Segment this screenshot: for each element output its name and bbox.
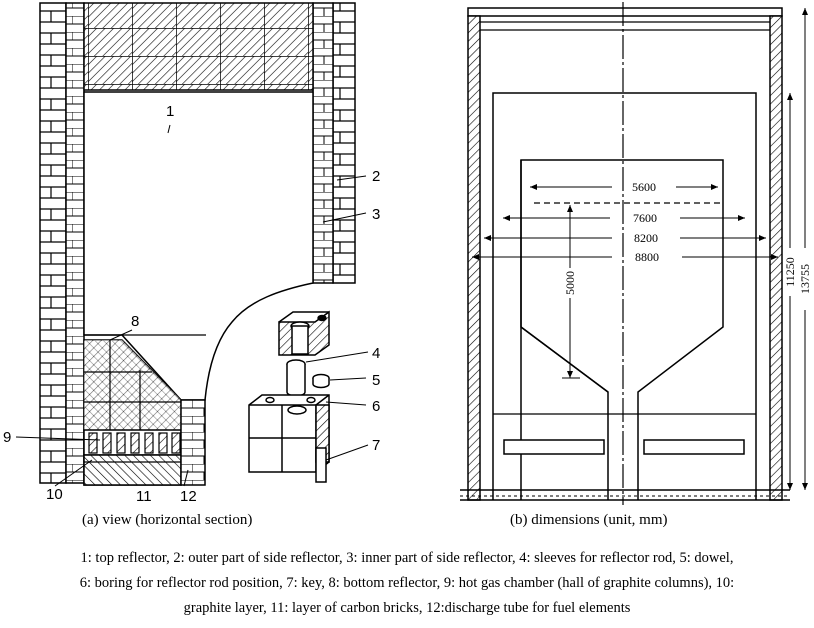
legend-line-3: graphite layer, 11: layer of carbon bric… bbox=[183, 600, 631, 616]
callout-6: 6 bbox=[372, 398, 380, 415]
callout-3: 3 bbox=[372, 206, 380, 223]
dim-8200: 8200 bbox=[634, 231, 658, 245]
outer-side-reflector-left bbox=[39, 2, 67, 484]
dim-5600: 5600 bbox=[632, 180, 656, 194]
horizontal-section-view: 1 2 3 4 5 6 7 8 9 10 11 12 bbox=[3, 2, 380, 505]
callout-9: 9 bbox=[3, 429, 11, 446]
callout-8: 8 bbox=[131, 313, 139, 330]
callout-2: 2 bbox=[372, 168, 380, 185]
discharge-tube bbox=[180, 399, 206, 486]
dim-11250: 11250 bbox=[783, 257, 797, 287]
outer-side-reflector-right bbox=[332, 2, 356, 284]
callout-1: 1 bbox=[166, 103, 174, 120]
inner-side-reflector-left bbox=[65, 2, 85, 484]
dim-13755: 13755 bbox=[798, 264, 812, 294]
legend-text: 1: top reflector, 2: outer part of side … bbox=[0, 546, 814, 621]
inner-side-reflector-right bbox=[312, 2, 334, 284]
sleeve-for-reflector-rod bbox=[286, 359, 306, 397]
key bbox=[315, 447, 327, 483]
callout-5: 5 bbox=[372, 372, 380, 389]
dim-5000: 5000 bbox=[563, 271, 577, 295]
callout-11: 11 bbox=[136, 488, 152, 505]
legend-line-1: 1: top reflector, 2: outer part of side … bbox=[80, 550, 734, 566]
carbon-brick-layer bbox=[83, 454, 182, 486]
dowel bbox=[312, 373, 330, 389]
callout-10: 10 bbox=[46, 486, 63, 503]
sleeve-block bbox=[278, 310, 330, 356]
dim-8800: 8800 bbox=[635, 250, 659, 264]
caption-left: (a) view (horizontal section) bbox=[82, 512, 253, 528]
top-reflector-block bbox=[83, 2, 314, 91]
callout-4: 4 bbox=[372, 345, 380, 362]
graphite-block-with-boring bbox=[248, 394, 330, 473]
callout-12: 12 bbox=[180, 488, 197, 505]
legend-line-2: 6: boring for reflector rod position, 7:… bbox=[79, 575, 735, 591]
caption-right: (b) dimensions (unit, mm) bbox=[510, 512, 668, 528]
dim-7600: 7600 bbox=[633, 211, 657, 225]
callout-7: 7 bbox=[372, 437, 380, 454]
dimensions-view: 5600 7600 8200 8800 5000 11250 13755 bbox=[460, 2, 812, 505]
